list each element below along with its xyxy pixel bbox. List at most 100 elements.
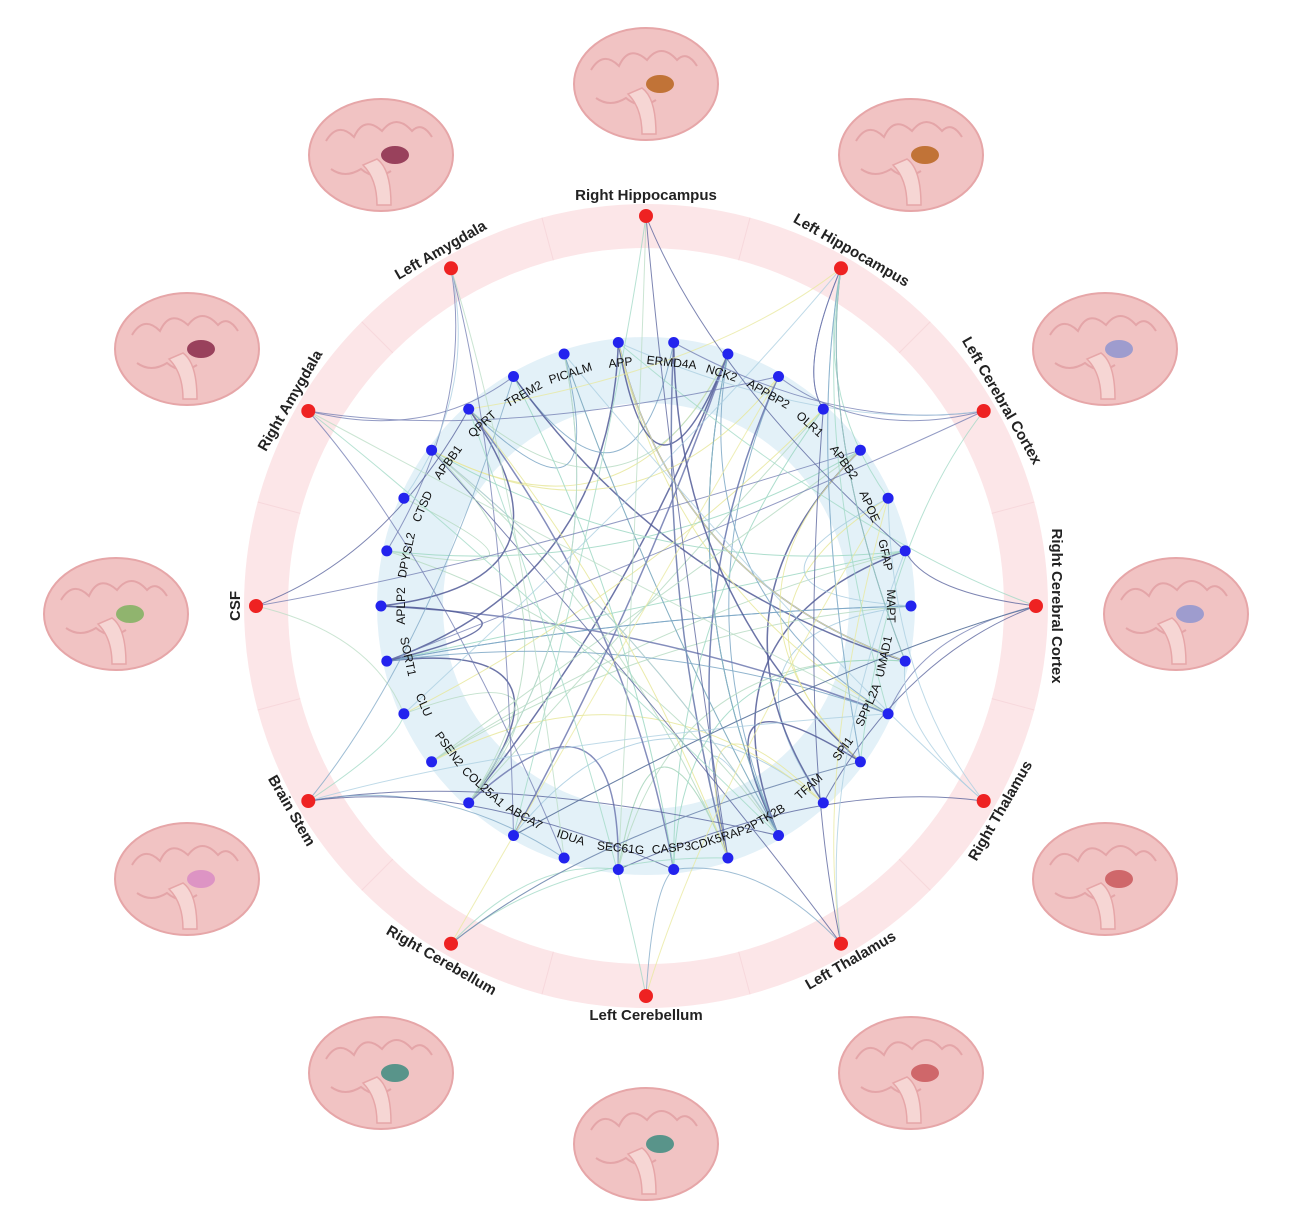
region-edge — [386, 268, 457, 552]
brain-illustration-right-hippocampus — [573, 27, 719, 141]
gene-node[interactable] — [722, 348, 734, 360]
brain-illustration-brain-stem — [114, 822, 260, 936]
ring-divider — [257, 501, 301, 514]
gene-node[interactable] — [381, 545, 393, 557]
region-node-right-cerebral-cortex[interactable] — [1029, 599, 1043, 613]
gene-node[interactable] — [426, 756, 438, 768]
gene-node[interactable] — [668, 337, 680, 348]
ring-divider — [541, 217, 554, 261]
gene-node[interactable] — [854, 444, 866, 456]
brain-stem-shape — [626, 87, 657, 135]
gene-node[interactable] — [817, 797, 829, 809]
region-label-csf: CSF — [227, 591, 244, 621]
region-edge — [450, 867, 619, 945]
region-edge — [307, 410, 779, 836]
gene-node[interactable] — [558, 348, 570, 360]
highlight-region — [187, 870, 215, 888]
brain-stem-shape — [167, 352, 198, 400]
highlight-region — [646, 75, 674, 93]
region-node-left-amygdala[interactable] — [444, 261, 458, 276]
gene-node[interactable] — [899, 545, 911, 557]
gene-node[interactable] — [398, 708, 410, 720]
brain-stem-shape — [167, 882, 198, 930]
region-node-right-amygdala[interactable] — [301, 404, 316, 418]
brain-illustration-right-cerebral-cortex — [1103, 557, 1249, 671]
brain-fold — [855, 121, 963, 142]
region-node-left-thalamus[interactable] — [834, 936, 848, 951]
region-edge — [617, 215, 647, 870]
gene-node[interactable] — [381, 655, 393, 667]
gene-edge — [468, 353, 578, 804]
gene-node[interactable] — [882, 708, 894, 720]
highlight-region — [187, 340, 215, 358]
gene-edge — [670, 342, 729, 859]
gene-node[interactable] — [463, 403, 475, 415]
region-edge — [468, 408, 647, 997]
gene-node[interactable] — [668, 864, 680, 875]
gene-node[interactable] — [398, 492, 410, 504]
gene-label: GFAP — [875, 538, 895, 572]
gene-node[interactable] — [463, 797, 475, 809]
region-node-right-thalamus[interactable] — [976, 794, 991, 808]
brain-stem-shape — [96, 617, 127, 665]
region-edge — [450, 376, 779, 944]
gene-edge — [617, 342, 729, 446]
gene-edge — [431, 605, 912, 763]
gene-node[interactable] — [854, 756, 866, 768]
brain-illustration-right-amygdala — [114, 292, 260, 406]
gene-edge — [617, 342, 906, 662]
gene-node[interactable] — [773, 830, 784, 841]
brain-fold — [590, 50, 698, 71]
brain-fold — [855, 1039, 963, 1060]
region-node-csf[interactable] — [249, 599, 263, 613]
region-edge — [308, 376, 779, 422]
region-node-left-cerebral-cortex[interactable] — [976, 404, 991, 418]
brain-illustration-left-amygdala — [308, 98, 454, 212]
gene-edge — [720, 353, 889, 715]
gene-node[interactable] — [899, 655, 911, 667]
region-edge — [386, 410, 984, 662]
region-edge — [308, 790, 779, 836]
gene-node[interactable] — [882, 492, 894, 504]
gene-node[interactable] — [375, 600, 387, 612]
region-edge — [904, 550, 1037, 607]
gene-edge — [617, 766, 729, 870]
region-node-right-cerebellum[interactable] — [444, 936, 458, 951]
gene-label: APP — [608, 354, 633, 370]
gene-node[interactable] — [773, 371, 784, 382]
brain-fold — [590, 1110, 698, 1131]
region-edge — [308, 376, 514, 422]
gene-node[interactable] — [817, 403, 829, 415]
gene-edge — [714, 743, 824, 859]
gene-node[interactable] — [612, 864, 624, 875]
ring-divider — [541, 951, 554, 995]
region-edge — [887, 498, 985, 802]
highlight-region — [381, 1064, 409, 1082]
gene-edge — [777, 605, 912, 804]
region-node-left-cerebellum[interactable] — [639, 989, 653, 1003]
brain-fold — [1049, 845, 1157, 866]
gene-node[interactable] — [426, 444, 438, 456]
region-edge — [617, 342, 1037, 607]
gene-node[interactable] — [612, 337, 624, 348]
gene-node[interactable] — [508, 830, 519, 841]
highlight-region — [116, 605, 144, 623]
brain-fold — [131, 315, 239, 336]
gene-label: ERMD4A — [646, 353, 697, 372]
gene-node[interactable] — [508, 371, 519, 382]
region-edge — [513, 215, 647, 836]
region-node-left-hippocampus[interactable] — [834, 261, 848, 276]
inner-band — [377, 337, 915, 875]
gene-node[interactable] — [722, 852, 734, 864]
highlight-region — [381, 146, 409, 164]
brain-stem-shape — [1085, 352, 1116, 400]
brain-illustration-left-hippocampus — [838, 98, 984, 212]
region-edge — [833, 268, 889, 714]
region-node-brain-stem[interactable] — [301, 794, 316, 808]
region-node-right-hippocampus[interactable] — [639, 209, 653, 223]
gene-node[interactable] — [558, 852, 570, 864]
brain-illustration-left-thalamus — [838, 1016, 984, 1130]
gene-node[interactable] — [905, 600, 917, 612]
region-edge — [813, 409, 842, 944]
